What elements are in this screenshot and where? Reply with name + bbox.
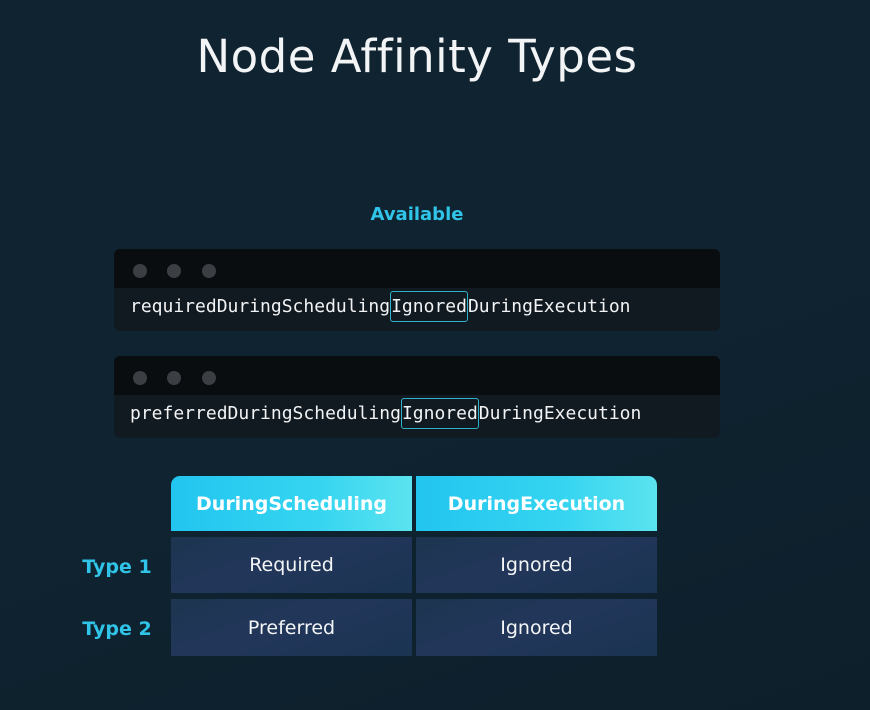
code-prefix: requiredDuringScheduling (130, 296, 391, 317)
table-header-during-scheduling: DuringScheduling (171, 476, 412, 531)
terminal-window-preferred: preferredDuringSchedulingIgnoredDuringEx… (114, 356, 720, 438)
code-highlight: Ignored (400, 398, 479, 429)
code-suffix: DuringExecution (467, 296, 631, 317)
table-cell: Required (171, 537, 412, 593)
terminal-window-required: requiredDuringSchedulingIgnoredDuringExe… (114, 249, 720, 331)
window-dot-icon (202, 371, 216, 385)
table-cell: Preferred (171, 599, 412, 656)
window-dot-icon (167, 264, 181, 278)
terminal-title-bar (114, 249, 720, 288)
terminal-code-line: requiredDuringSchedulingIgnoredDuringExe… (130, 291, 631, 322)
code-highlight: Ignored (390, 291, 468, 322)
table-cell: Ignored (416, 599, 657, 656)
page-title: Node Affinity Types (196, 30, 638, 83)
window-dot-icon (167, 371, 181, 385)
code-prefix: preferredDuringScheduling (130, 403, 401, 424)
row-label-type-1: Type 1 (82, 556, 152, 578)
terminal-code-line: preferredDuringSchedulingIgnoredDuringEx… (130, 398, 642, 429)
terminal-title-bar (114, 356, 720, 395)
window-dot-icon (133, 264, 147, 278)
window-dot-icon (133, 371, 147, 385)
row-label-type-2: Type 2 (82, 618, 152, 640)
table-header-during-execution: DuringExecution (416, 476, 657, 531)
available-label: Available (370, 204, 464, 225)
table-cell: Ignored (416, 537, 657, 593)
code-suffix: DuringExecution (478, 403, 642, 424)
window-dot-icon (202, 264, 216, 278)
